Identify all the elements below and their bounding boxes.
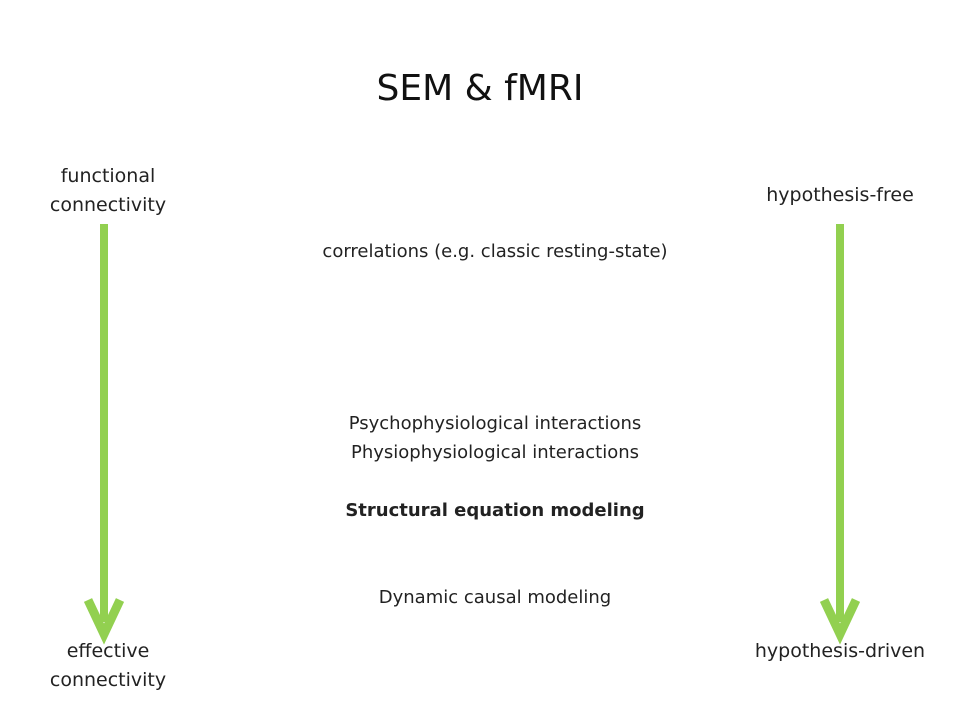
functional-connectivity-label: functional connectivity — [28, 162, 188, 220]
functional-connectivity-line-1: functional — [60, 165, 156, 187]
correlations-text: correlations (e.g. classic resting-state… — [322, 241, 668, 262]
hypothesis-free-label: hypothesis-free — [766, 184, 914, 206]
dynamic-causal-modeling-text: Dynamic causal modeling — [378, 587, 612, 608]
effective-connectivity-line-1: effective — [66, 640, 150, 662]
psychophysiological-interactions-text: Psychophysiological interactions — [348, 413, 642, 434]
left-down-arrow-icon — [83, 224, 125, 645]
structural-equation-modeling-text: Structural equation modeling — [345, 500, 645, 521]
functional-connectivity-line-2: connectivity — [49, 194, 167, 216]
slide-title: SEM & fMRI — [376, 68, 584, 109]
hypothesis-driven-label: hypothesis-driven — [754, 640, 926, 662]
physiophysiological-interactions-text: Physiophysiological interactions — [351, 442, 639, 463]
right-arrow-head — [819, 598, 861, 645]
effective-connectivity-line-2: connectivity — [49, 669, 167, 691]
right-down-arrow-icon — [819, 224, 861, 645]
left-arrow-head — [83, 598, 125, 645]
effective-connectivity-label: effective connectivity — [28, 637, 188, 695]
